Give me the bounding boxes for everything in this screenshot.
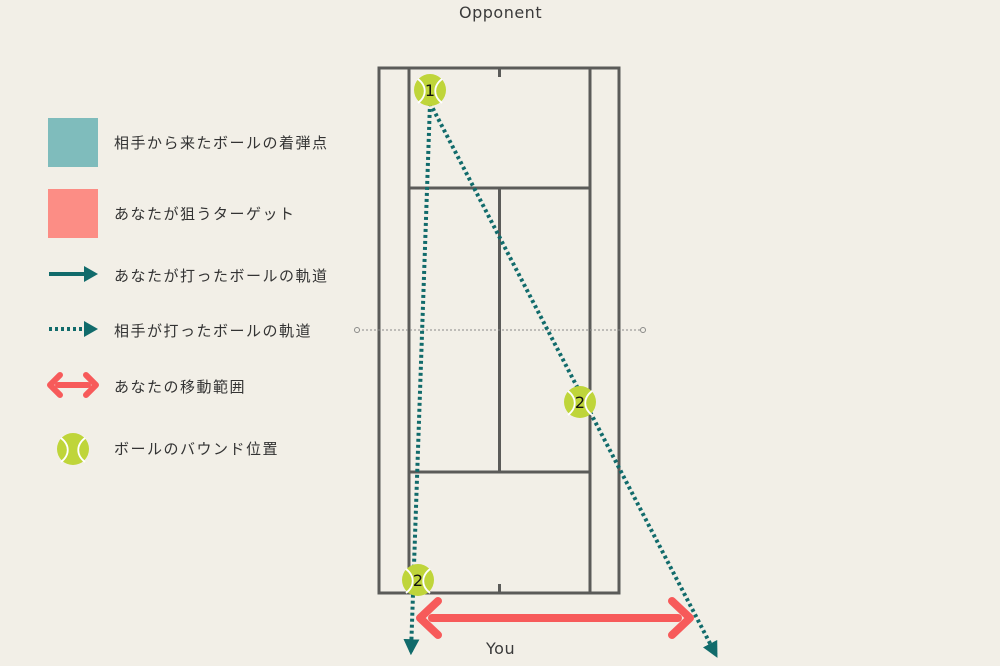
opponent-label: Opponent	[459, 3, 543, 22]
legend-symbols	[47, 118, 99, 465]
ball-number-2-right: 2	[575, 393, 585, 412]
trajectory-to-right-bounce	[428, 102, 718, 658]
bounce-ball-icon	[57, 433, 89, 465]
movement-range-arrow	[416, 597, 694, 639]
opponent-trajectory-dotted-arrow-icon	[49, 321, 98, 337]
tennis-ball-2-left: 2	[402, 564, 434, 596]
legend-text-movement-range: あなたの移動範囲	[114, 378, 247, 396]
your-trajectory-arrow-icon	[49, 266, 98, 282]
movement-range-icon	[47, 372, 99, 398]
legend-text-opponent-trajectory: 相手が打ったボールの軌道	[114, 322, 313, 340]
tennis-ball-2-right: 2	[564, 386, 596, 418]
received-landing-swatch	[48, 118, 98, 167]
target-swatch	[48, 189, 98, 238]
you-label: You	[486, 639, 516, 658]
ball-number-2-left: 2	[413, 571, 423, 590]
net-post-right	[640, 327, 646, 333]
tennis-court	[377, 66, 621, 595]
legend-text-received-landing: 相手から来たボールの着弾点	[114, 134, 329, 152]
trajectory-to-left-bounce	[403, 102, 432, 656]
net	[354, 327, 646, 333]
ball-number-1: 1	[425, 81, 435, 100]
opponent-shot-trajectories	[403, 102, 718, 658]
legend-text-target: あなたが狙うターゲット	[114, 205, 296, 223]
legend-text-bounce: ボールのバウンド位置	[114, 440, 280, 458]
legend-text-your-trajectory: あなたが打ったボールの軌道	[114, 267, 329, 285]
net-post-left	[354, 327, 360, 333]
tennis-ball-1: 1	[414, 74, 446, 106]
